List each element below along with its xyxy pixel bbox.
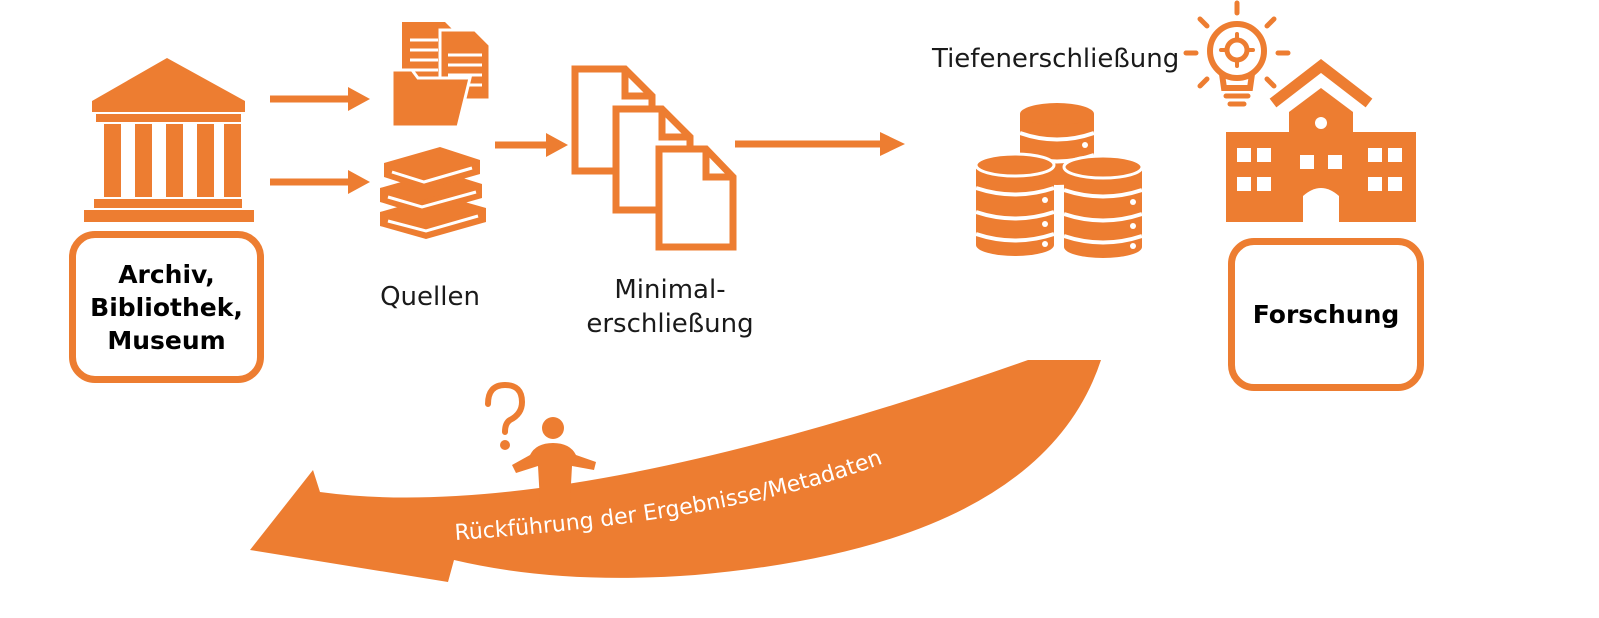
research-box: Forschung [1228,238,1424,391]
museum-building-icon [84,58,254,222]
minimal-label: Minimal- erschließung [570,273,770,341]
database-stack-icon [974,103,1144,258]
arrow-to-deep [735,132,905,156]
arrow-to-minimal [495,133,568,157]
person-question-icon [485,381,596,502]
research-label: Forschung [1252,300,1400,329]
deep-label: Tiefenerschließung [932,44,1180,74]
sources-label: Quellen [380,282,480,312]
curved-return-arrow-icon [250,360,1101,582]
minimal-line-2: erschließung [586,309,754,339]
arrow-to-documents [270,87,370,111]
arrow-to-books [270,170,370,194]
institution-line-1: Archiv, [118,259,215,289]
school-building-icon [1226,59,1416,222]
folder-documents-icon [390,22,492,129]
book-stack-icon [380,147,486,239]
institution-line-3: Museum [107,325,226,355]
minimal-line-1: Minimal- [614,275,726,305]
document-stack-icon [571,65,737,251]
institution-line-2: Bibliothek, [90,292,243,322]
lightbulb-gear-icon [1183,0,1291,107]
institution-box: Archiv, Bibliothek, Museum [69,231,264,383]
